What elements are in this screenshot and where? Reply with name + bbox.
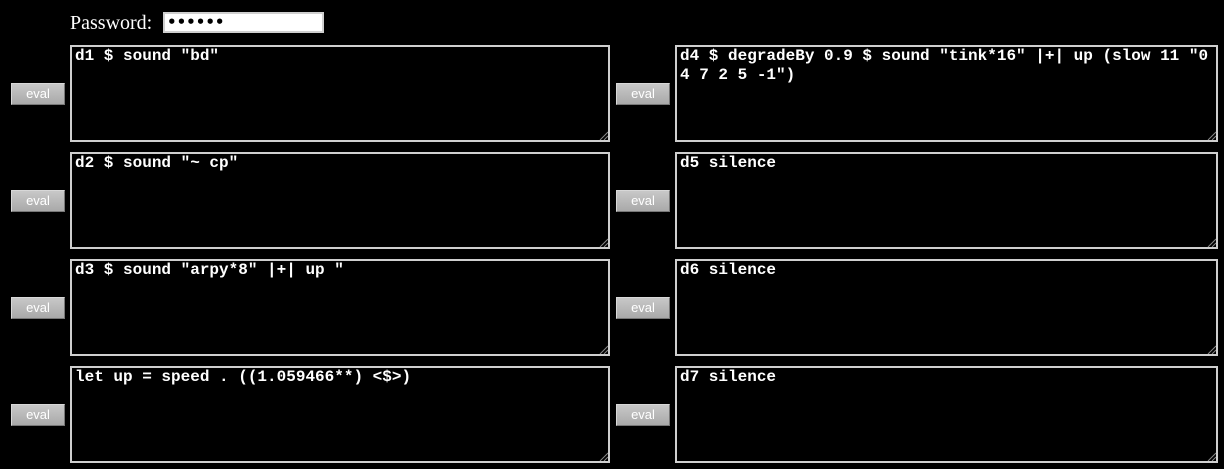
eval-button-d6[interactable]: eval: [616, 297, 670, 319]
code-cell-d2: eval d2 $ sound "~ cp": [11, 152, 621, 251]
code-cell-let: eval let up = speed . ((1.059466**) <$>): [11, 366, 621, 465]
code-editor-d6[interactable]: d6 silence: [675, 259, 1218, 356]
code-editor-d1[interactable]: d1 $ sound "bd": [70, 45, 610, 142]
eval-button-d7[interactable]: eval: [616, 404, 670, 426]
password-label: Password:: [70, 12, 153, 34]
code-cell-d3: eval d3 $ sound "arpy*8" |+| up ": [11, 259, 621, 358]
password-input[interactable]: ••••••: [163, 12, 324, 33]
code-editor-let[interactable]: let up = speed . ((1.059466**) <$>): [70, 366, 610, 463]
eval-button-d3[interactable]: eval: [11, 297, 65, 319]
code-cell-d4: eval d4 $ degradeBy 0.9 $ sound "tink*16…: [616, 45, 1218, 144]
code-cell-d5: eval d5 silence: [616, 152, 1218, 251]
code-editor-d4[interactable]: d4 $ degradeBy 0.9 $ sound "tink*16" |+|…: [675, 45, 1218, 142]
eval-button-d2[interactable]: eval: [11, 190, 65, 212]
code-editor-d5[interactable]: d5 silence: [675, 152, 1218, 249]
eval-button-let[interactable]: eval: [11, 404, 65, 426]
code-editor-d2[interactable]: d2 $ sound "~ cp": [70, 152, 610, 249]
code-cell-d6: eval d6 silence: [616, 259, 1218, 358]
eval-button-d5[interactable]: eval: [616, 190, 670, 212]
eval-button-d1[interactable]: eval: [11, 83, 65, 105]
code-cell-d1: eval d1 $ sound "bd": [11, 45, 621, 144]
code-cell-d7: eval d7 silence: [616, 366, 1218, 465]
code-editor-d7[interactable]: d7 silence: [675, 366, 1218, 463]
eval-button-d4[interactable]: eval: [616, 83, 670, 105]
code-editor-d3[interactable]: d3 $ sound "arpy*8" |+| up ": [70, 259, 610, 356]
